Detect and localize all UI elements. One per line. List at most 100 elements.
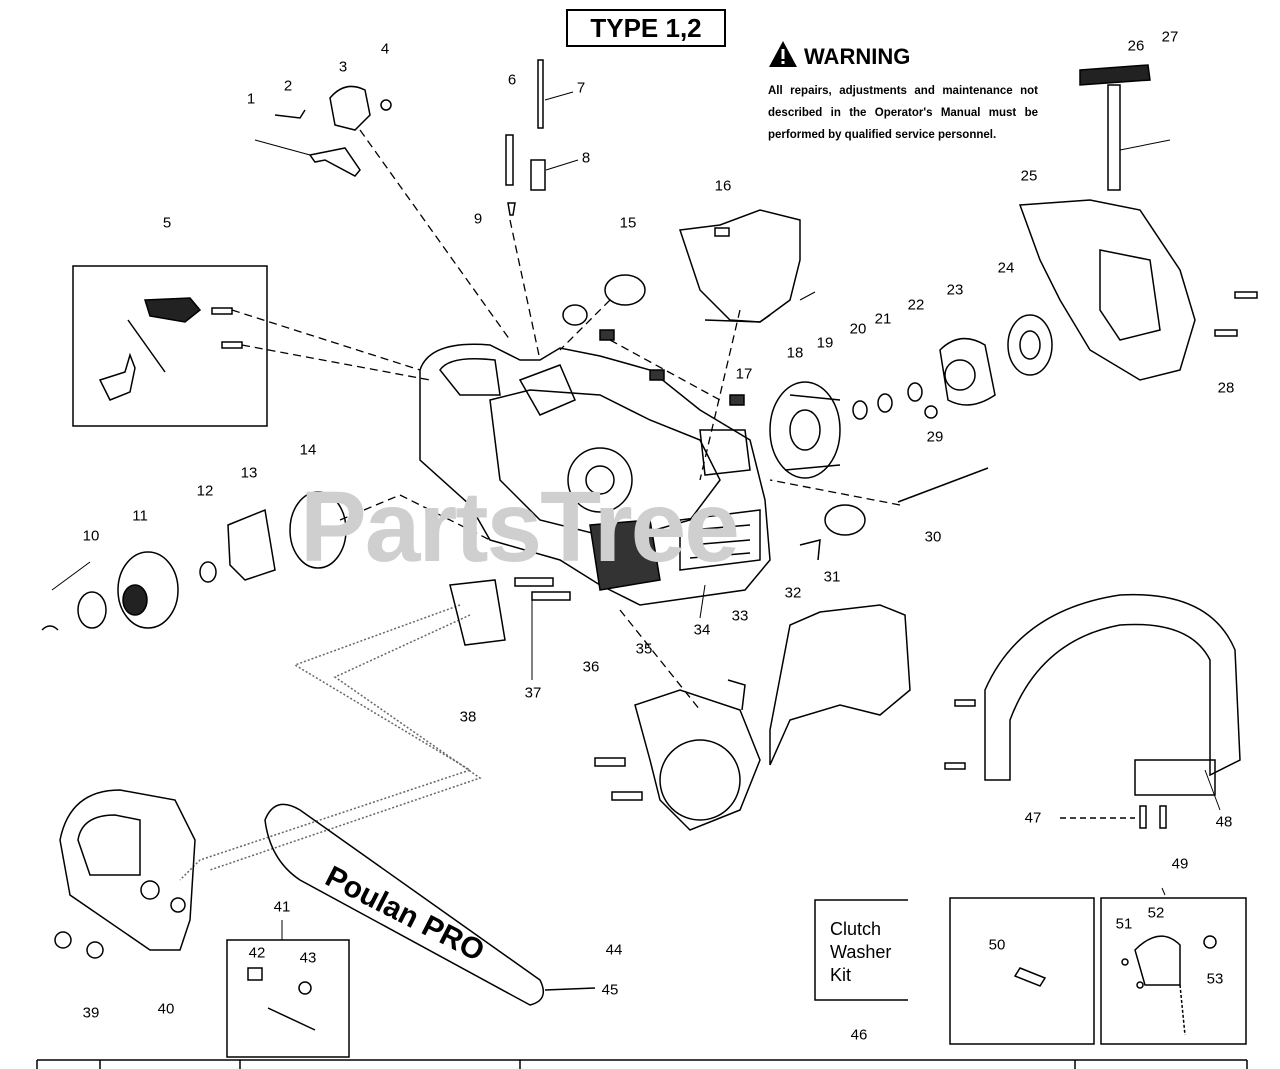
part-32-chain-brake <box>769 604 911 766</box>
callout-34[interactable]: 34 <box>693 621 711 639</box>
callout-25[interactable]: 25 <box>1020 167 1038 185</box>
callout-43[interactable]: 43 <box>299 949 317 967</box>
callout-26[interactable]: 26 <box>1127 37 1145 55</box>
callout-45[interactable]: 45 <box>601 981 619 999</box>
part-14-disc <box>289 491 347 569</box>
part-9 <box>507 202 516 216</box>
callout-13[interactable]: 13 <box>240 464 258 482</box>
callout-46[interactable]: 46 <box>850 1026 868 1044</box>
part-18-flywheel <box>769 381 841 479</box>
part-11-clutch-drum <box>117 551 179 629</box>
callout-32[interactable]: 32 <box>784 584 802 602</box>
callout-5[interactable]: 5 <box>162 214 172 232</box>
callout-47[interactable]: 47 <box>1024 809 1042 827</box>
part-29 <box>924 405 938 419</box>
part-5-trigger <box>143 297 202 323</box>
part-15 <box>604 274 646 306</box>
callout-22[interactable]: 22 <box>907 296 925 314</box>
callout-39[interactable]: 39 <box>82 1004 100 1022</box>
part-21 <box>877 393 893 413</box>
part-4 <box>380 99 392 111</box>
part-25-starter-housing <box>1018 199 1196 381</box>
callout-37[interactable]: 37 <box>524 684 542 702</box>
callout-49[interactable]: 49 <box>1171 855 1189 873</box>
callout-29[interactable]: 29 <box>926 428 944 446</box>
callout-52[interactable]: 52 <box>1147 904 1165 922</box>
part-30 <box>897 467 989 503</box>
part-16 <box>714 227 730 237</box>
callout-36[interactable]: 36 <box>582 658 600 676</box>
callout-3[interactable]: 3 <box>338 58 348 76</box>
part-10-washer <box>77 591 107 629</box>
part-20 <box>852 400 868 420</box>
callout-30[interactable]: 30 <box>924 528 942 546</box>
callout-1[interactable]: 1 <box>246 90 256 108</box>
inset-box-46 <box>814 899 908 1001</box>
callout-42[interactable]: 42 <box>248 944 266 962</box>
callout-44[interactable]: 44 <box>605 941 623 959</box>
part-7 <box>537 59 544 129</box>
callout-18[interactable]: 18 <box>786 344 804 362</box>
part-12 <box>199 561 217 583</box>
callout-40[interactable]: 40 <box>157 1000 175 1018</box>
warning-text: All repairs, adjustments and maintenance… <box>768 85 1038 141</box>
part-24 <box>1007 314 1053 376</box>
callout-16[interactable]: 16 <box>714 177 732 195</box>
callout-48[interactable]: 48 <box>1215 813 1233 831</box>
warning-title: WARNING <box>768 40 910 74</box>
part-38-chain <box>179 604 482 881</box>
callout-8[interactable]: 8 <box>581 149 591 167</box>
callout-20[interactable]: 20 <box>849 320 867 338</box>
callout-7[interactable]: 7 <box>576 79 586 97</box>
part-19-cover <box>678 209 801 323</box>
part-26-handle <box>1079 64 1151 86</box>
inset-box-5 <box>72 265 268 427</box>
part-5-lever <box>98 352 136 401</box>
callout-6[interactable]: 6 <box>507 71 517 89</box>
callout-19[interactable]: 19 <box>816 334 834 352</box>
callout-51[interactable]: 51 <box>1115 915 1133 933</box>
clutch-washer-kit-label: Clutch Washer Kit <box>830 919 892 985</box>
callout-38[interactable]: 38 <box>459 708 477 726</box>
part-6 <box>505 134 514 186</box>
callout-27[interactable]: 27 <box>1161 28 1179 46</box>
callout-4[interactable]: 4 <box>380 40 390 58</box>
part-13 <box>227 508 276 581</box>
part-40-side-cover <box>59 789 196 951</box>
part-44-bar <box>264 803 545 1006</box>
callout-50[interactable]: 50 <box>988 936 1006 954</box>
part-3 <box>329 85 371 131</box>
callout-35[interactable]: 35 <box>635 640 653 658</box>
callout-12[interactable]: 12 <box>196 482 214 500</box>
part-48-front-handle <box>984 593 1241 781</box>
part-23 <box>939 337 996 406</box>
callout-10[interactable]: 10 <box>82 527 100 545</box>
part-10 <box>41 625 59 631</box>
part-1 <box>308 147 361 177</box>
part-35-guard <box>634 689 761 831</box>
callout-33[interactable]: 33 <box>731 607 749 625</box>
part-8 <box>530 159 546 191</box>
part-22 <box>907 382 923 402</box>
inset-box-49 <box>1100 897 1247 1045</box>
part-39-nut <box>54 931 72 949</box>
callout-15[interactable]: 15 <box>619 214 637 232</box>
watermark: PartsTree <box>300 471 740 583</box>
type-label: TYPE 1,2 <box>566 9 726 47</box>
callout-53[interactable]: 53 <box>1206 970 1224 988</box>
callout-17[interactable]: 17 <box>735 365 753 383</box>
engine-housing <box>419 343 771 606</box>
callout-9[interactable]: 9 <box>473 210 483 228</box>
callout-11[interactable]: 11 <box>132 507 148 525</box>
callout-21[interactable]: 21 <box>874 310 892 328</box>
inset-box-41 <box>226 939 350 1058</box>
callout-28[interactable]: 28 <box>1217 379 1235 397</box>
callout-24[interactable]: 24 <box>997 259 1015 277</box>
callout-2[interactable]: 2 <box>283 77 293 95</box>
callout-14[interactable]: 14 <box>299 441 317 459</box>
callout-41[interactable]: 41 <box>273 898 291 916</box>
callout-31[interactable]: 31 <box>823 568 841 586</box>
part-33 <box>727 679 746 711</box>
callout-23[interactable]: 23 <box>946 281 964 299</box>
